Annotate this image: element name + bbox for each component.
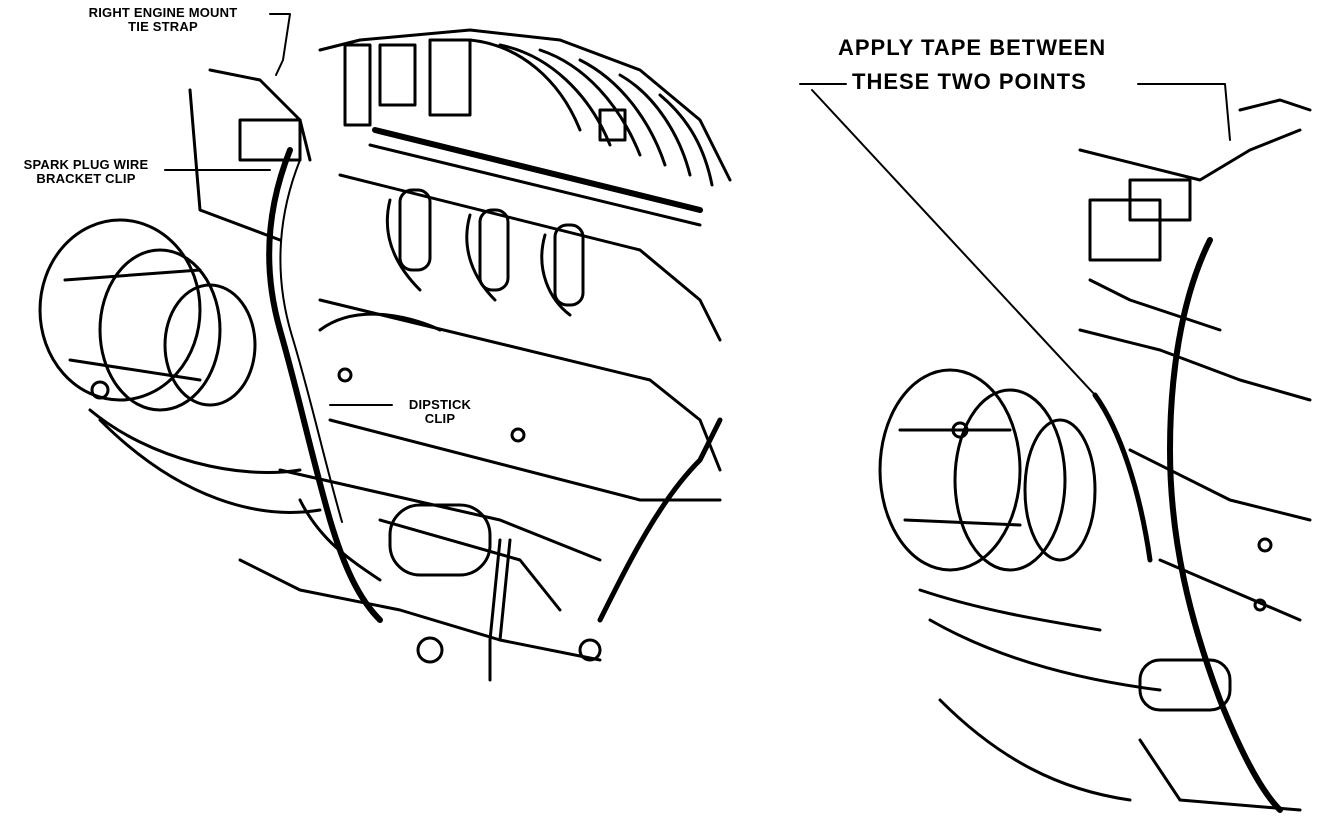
label-right-engine-mount-line2: TIE STRAP xyxy=(128,19,198,35)
label-spark-plug-line2: BRACKET CLIP xyxy=(36,171,136,187)
label-dipstick-line1: DIPSTICK xyxy=(408,397,472,412)
right-engine-drawing xyxy=(878,98,1312,813)
leader-lines xyxy=(164,13,1231,406)
left-engine-drawing xyxy=(38,28,732,682)
label-dipstick-clip: DIPSTICK CLIP xyxy=(395,397,485,427)
label-dipstick-line2: CLIP xyxy=(424,411,456,427)
label-right-engine-mount-line1: RIGHT ENGINE MOUNT xyxy=(88,5,238,20)
label-spark-plug-line1: SPARK PLUG WIRE xyxy=(23,157,149,172)
label-apply-tape-line1: APPLY TAPE BETWEEN xyxy=(838,35,1107,60)
label-spark-plug-wire: SPARK PLUG WIRE BRACKET CLIP xyxy=(6,157,166,187)
label-right-engine-mount: RIGHT ENGINE MOUNT TIE STRAP xyxy=(58,5,268,35)
label-apply-tape-line2: THESE TWO POINTS xyxy=(852,69,1087,94)
